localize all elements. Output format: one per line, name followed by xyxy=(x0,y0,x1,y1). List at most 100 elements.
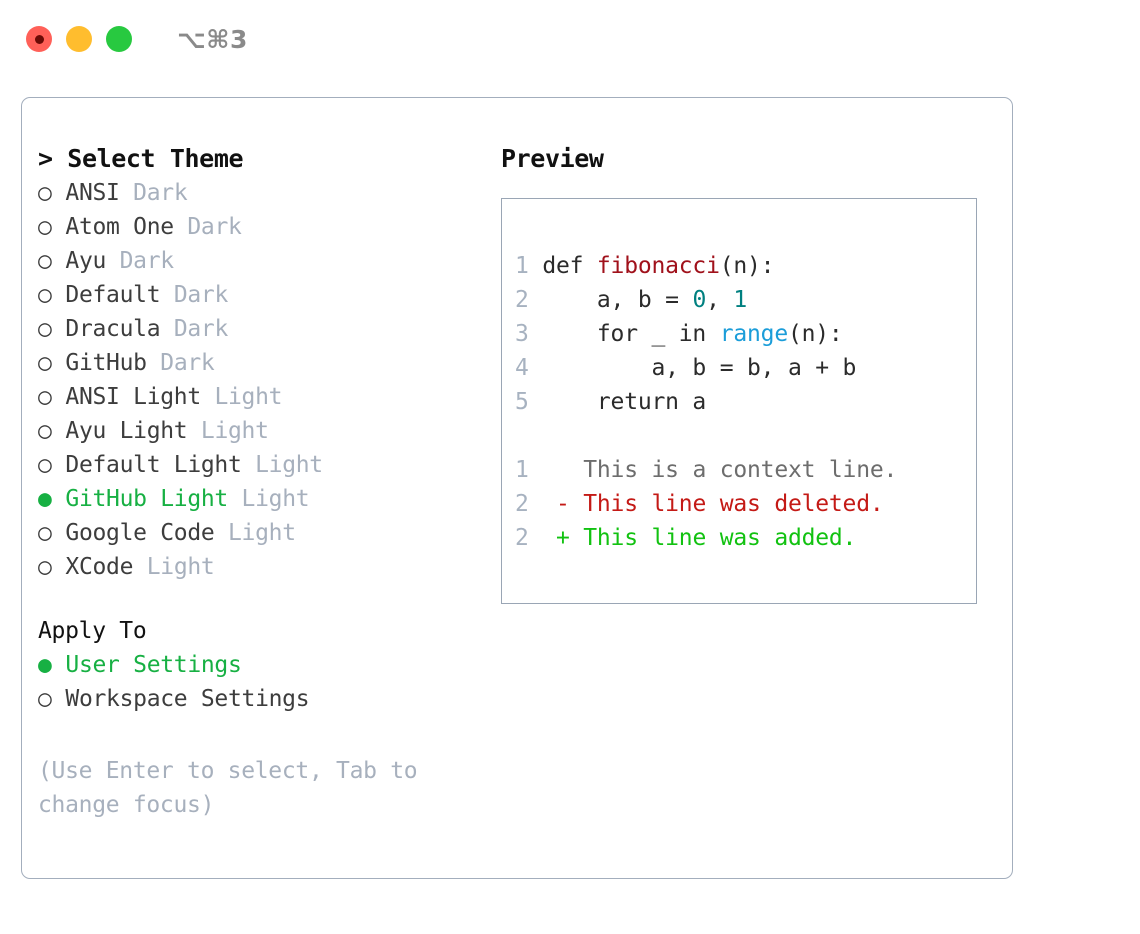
code-line-number: 2 xyxy=(515,287,529,313)
close-dot[interactable] xyxy=(26,26,52,52)
code-blank-line xyxy=(515,419,968,453)
minimize-dot[interactable] xyxy=(66,26,92,52)
code-line: 1 def fibonacci(n): xyxy=(515,249,968,283)
code-token-num: 1 xyxy=(733,287,748,313)
code-token-plain: (n): xyxy=(719,253,775,279)
radio-unselected-icon: ○ xyxy=(38,554,52,580)
theme-variant-badge: Dark xyxy=(133,180,188,206)
diff-marker xyxy=(556,457,570,483)
code-line-number: 5 xyxy=(515,389,529,415)
main-panel: > Select Theme ○ ANSI Dark○ Atom One Dar… xyxy=(21,97,1013,879)
radio-unselected-icon: ○ xyxy=(38,418,52,444)
theme-variant-badge: Dark xyxy=(173,316,229,342)
theme-name: Default Light xyxy=(65,452,242,478)
diff-line-del: 2 - This line was deleted. xyxy=(515,487,968,521)
radio-unselected-icon: ○ xyxy=(38,452,52,478)
radio-unselected-icon: ○ xyxy=(38,248,52,274)
diff-line-ctx: 1 This is a context line. xyxy=(515,453,968,487)
select-theme-heading: > Select Theme xyxy=(38,144,244,173)
preview-column: Preview 1 def fibonacci(n):2 a, b = 0, 1… xyxy=(501,142,991,604)
code-line: 2 a, b = 0, 1 xyxy=(515,283,968,317)
theme-selector-column: > Select Theme ○ ANSI Dark○ Atom One Dar… xyxy=(38,142,488,822)
radio-selected-icon: ● xyxy=(38,652,52,678)
diff-line-add: 2 + This line was added. xyxy=(515,521,968,555)
preview-heading: Preview xyxy=(501,144,604,173)
theme-list-item[interactable]: ○ Default Light Light xyxy=(38,448,488,482)
code-line-number: 1 xyxy=(515,253,529,279)
radio-unselected-icon: ○ xyxy=(38,686,52,712)
code-line: 5 return a xyxy=(515,385,968,419)
apply-to-option[interactable]: ○ Workspace Settings xyxy=(38,682,488,716)
diff-line-number: 1 xyxy=(515,457,529,483)
radio-unselected-icon: ○ xyxy=(38,214,52,240)
radio-unselected-icon: ○ xyxy=(38,520,52,546)
theme-list-item[interactable]: ● GitHub Light Light xyxy=(38,482,488,516)
theme-list-item[interactable]: ○ XCode Light xyxy=(38,550,488,584)
diff-line-number: 2 xyxy=(515,525,529,551)
code-token-fn: fibonacci xyxy=(596,253,720,279)
theme-list-item[interactable]: ○ Ayu Light Light xyxy=(38,414,488,448)
apply-to-heading: Apply To xyxy=(38,618,147,644)
theme-name: Atom One xyxy=(65,214,174,240)
code-token-plain: a, b = xyxy=(596,287,693,313)
code-token-plain: def xyxy=(542,253,597,279)
diff-line-text: This line was added. xyxy=(583,525,857,551)
theme-list-item[interactable]: ○ Ayu Dark xyxy=(38,244,488,278)
code-line: 4 a, b = b, a + b xyxy=(515,351,968,385)
code-token-plain: a, b = b, a + b xyxy=(651,355,857,381)
radio-unselected-icon: ○ xyxy=(38,384,52,410)
maximize-dot[interactable] xyxy=(106,26,132,52)
apply-to-option[interactable]: ● User Settings xyxy=(38,648,488,682)
diff-marker: - xyxy=(555,491,570,517)
theme-list-item[interactable]: ○ Google Code Light xyxy=(38,516,488,550)
theme-list-item[interactable]: ○ ANSI Light Light xyxy=(38,380,488,414)
theme-name: Ayu Light xyxy=(65,418,188,444)
theme-name: Dracula xyxy=(65,316,161,342)
theme-list[interactable]: ○ ANSI Dark○ Atom One Dark○ Ayu Dark○ De… xyxy=(38,176,488,584)
theme-name: XCode xyxy=(65,554,134,580)
theme-variant-badge: Light xyxy=(241,486,310,512)
theme-name: ANSI xyxy=(65,180,120,206)
diff-line-text: This line was deleted. xyxy=(583,491,884,517)
theme-variant-badge: Dark xyxy=(187,214,242,240)
theme-variant-badge: Dark xyxy=(173,282,229,308)
theme-list-item[interactable]: ○ Atom One Dark xyxy=(38,210,488,244)
keyboard-hint-text: (Use Enter to select, Tab to change focu… xyxy=(38,758,418,818)
theme-list-item[interactable]: ○ Dracula Dark xyxy=(38,312,488,346)
theme-name: Default xyxy=(65,282,161,308)
theme-variant-badge: Light xyxy=(228,520,296,546)
screenshot-shortcut-label: ⌥⌘3 xyxy=(177,24,248,54)
theme-variant-badge: Light xyxy=(200,418,269,444)
theme-name: GitHub Light xyxy=(65,486,228,512)
apply-to-option-label: User Settings xyxy=(65,652,242,678)
diff-marker: + xyxy=(555,525,570,551)
code-line-number: 3 xyxy=(515,321,529,347)
theme-name: Google Code xyxy=(65,520,215,546)
code-line: 3 for _ in range(n): xyxy=(515,317,968,351)
code-token-plain: (n): xyxy=(787,321,843,347)
apply-to-options[interactable]: ● User Settings○ Workspace Settings xyxy=(38,648,488,716)
theme-variant-badge: Light xyxy=(214,384,283,410)
radio-unselected-icon: ○ xyxy=(38,316,52,342)
code-token-plain: , xyxy=(706,287,734,313)
radio-selected-icon: ● xyxy=(38,486,52,512)
theme-variant-badge: Dark xyxy=(160,350,215,376)
theme-name: ANSI Light xyxy=(65,384,201,410)
theme-variant-badge: Light xyxy=(146,554,215,580)
window-titlebar: ⌥⌘3 xyxy=(0,0,1140,78)
theme-list-item[interactable]: ○ ANSI Dark xyxy=(38,176,488,210)
diff-line-number: 2 xyxy=(515,491,529,517)
theme-list-item[interactable]: ○ GitHub Dark xyxy=(38,346,488,380)
code-token-plain: for _ in xyxy=(596,321,720,347)
radio-unselected-icon: ○ xyxy=(38,350,52,376)
theme-list-item[interactable]: ○ Default Dark xyxy=(38,278,488,312)
code-token-num: 0 xyxy=(692,287,707,313)
code-line-number: 4 xyxy=(515,355,529,381)
theme-name: Ayu xyxy=(65,248,107,274)
diff-line-text: This is a context line. xyxy=(583,457,898,483)
theme-name: GitHub xyxy=(65,350,147,376)
theme-variant-badge: Dark xyxy=(119,248,175,274)
